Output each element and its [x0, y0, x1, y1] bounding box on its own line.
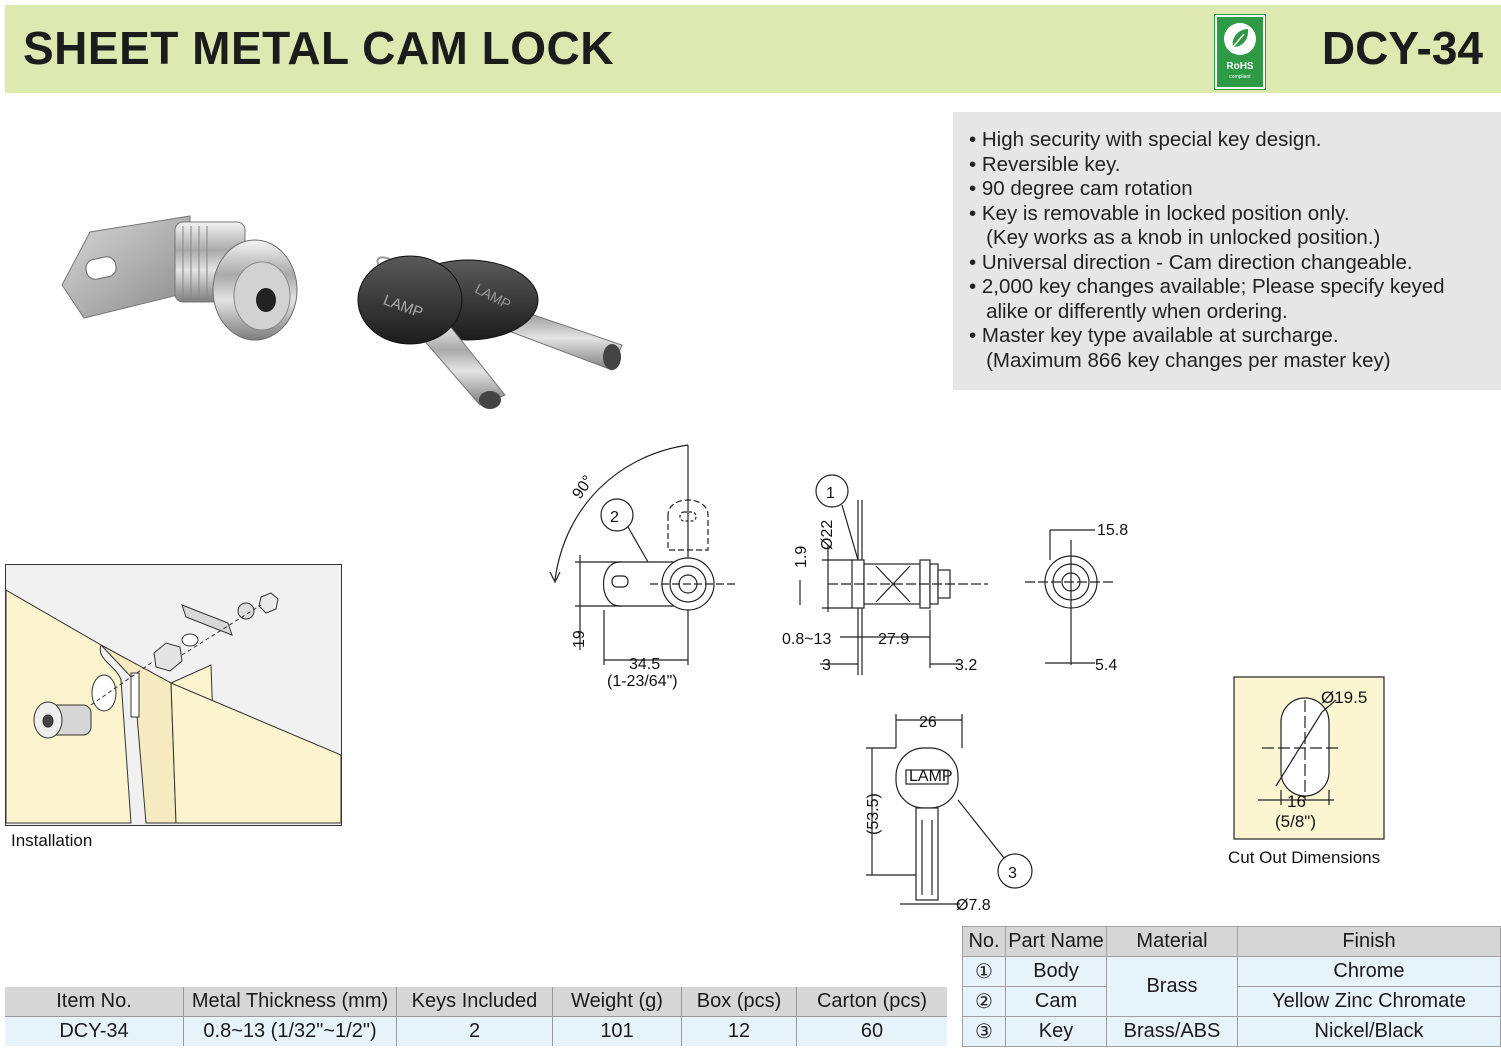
dim-34-5-inch: (1-23/64"): [607, 673, 678, 690]
callout-3: 3: [1008, 865, 1017, 882]
col-header: Metal Thickness (mm): [183, 987, 397, 1017]
page-title: SHEET METAL CAM LOCK: [23, 22, 614, 74]
installation-caption: Installation: [11, 831, 93, 850]
dim-27-9: 27.9: [878, 631, 909, 648]
product-photo: LAMP LAMP: [61, 215, 623, 409]
installation-diagram: [5, 564, 342, 826]
table-row: ③ Key Brass/ABS Nickel/Black: [962, 1016, 1501, 1047]
leaf-icon: [1224, 23, 1256, 55]
table-row: DCY-34 0.8~13 (1/32"~1/2") 2 101 12 60: [5, 1016, 947, 1046]
part-number: ②: [962, 986, 1006, 1017]
cutout-caption: Cut Out Dimensions: [1228, 848, 1381, 867]
end-view: [1025, 529, 1113, 665]
part-finish: Chrome: [1237, 956, 1501, 987]
table-row: ① Body Brass Chrome: [962, 956, 1501, 1017]
table-cell: 0.8~13 (1/32"~1/2"): [183, 1016, 397, 1046]
rohs-badge: RoHS compliant: [1215, 15, 1265, 89]
table-cell: 60: [796, 1016, 947, 1046]
col-header: Weight (g): [552, 987, 682, 1017]
dim-5-4: 5.4: [1095, 657, 1117, 674]
col-header: Keys Included: [396, 987, 553, 1017]
part-name: Cam: [1005, 986, 1107, 1017]
dim-1-9: 1.9: [793, 546, 810, 568]
rohs-sublabel: compliant: [1229, 74, 1251, 80]
part-finish: Nickel/Black: [1237, 1016, 1501, 1047]
table-cell: DCY-34: [5, 1016, 184, 1046]
front-view: [799, 474, 988, 675]
feature-item: (Maximum 866 key changes per master key): [969, 348, 1391, 372]
cam-lock-photo: [61, 215, 298, 341]
parts-table: No. Part Name Material Finish ① Body Bra…: [962, 926, 1501, 1047]
part-number: ③: [962, 1016, 1006, 1047]
feature-item: • High security with special key design.: [969, 128, 1322, 151]
key-photo: LAMP LAMP: [357, 255, 623, 409]
part-number: ①: [962, 956, 1006, 987]
specification-table: Item No. Metal Thickness (mm) Keys Inclu…: [5, 987, 947, 1046]
rohs-label: RoHS: [1226, 61, 1254, 72]
dim-3-2: 3.2: [955, 657, 977, 674]
col-header: No.: [962, 926, 1006, 957]
part-material: Brass: [1106, 956, 1238, 1017]
table-row: ② Cam Yellow Zinc Chromate: [962, 986, 1501, 1017]
feature-item: • Master key type available at surcharge…: [969, 324, 1339, 347]
installation-illustration: [6, 589, 341, 824]
col-header: Part Name: [1005, 926, 1107, 957]
table-cell: 2: [396, 1016, 553, 1046]
col-header: Material: [1106, 926, 1238, 957]
cutout-width-inch: (5/8"): [1275, 812, 1316, 831]
col-header: Carton (pcs): [796, 987, 947, 1017]
callout-1: 1: [826, 485, 835, 502]
col-header: Item No.: [5, 987, 184, 1017]
dim-angle: 90°: [569, 473, 597, 503]
feature-item: (Key works as a knob in unlocked positio…: [969, 226, 1381, 249]
dim-19: 19: [571, 630, 588, 648]
spec-header-row: Item No. Metal Thickness (mm) Keys Inclu…: [5, 987, 947, 1017]
col-header: Finish: [1237, 926, 1501, 957]
key-view: [866, 714, 1033, 905]
dim-34-5: 34.5: [629, 656, 660, 673]
dim-53-5: (53.5): [865, 793, 882, 835]
col-header: Box (pcs): [681, 987, 797, 1017]
feature-item: • Key is removable in locked position on…: [969, 201, 1350, 225]
header-band: SHEET METAL CAM LOCK RoHS compliant DCY-…: [5, 5, 1501, 93]
cutout-width: 16: [1287, 792, 1306, 811]
dim-26: 26: [919, 714, 937, 731]
cutout-diameter: Ø19.5: [1321, 688, 1368, 707]
feature-item: • Universal direction - Cam direction ch…: [969, 250, 1413, 274]
model-number: DCY-34: [1321, 22, 1483, 74]
key-drawing-label: LAMP: [909, 768, 953, 785]
feature-item: • 2,000 key changes available; Please sp…: [969, 275, 1445, 298]
dim-7-8: Ø7.8: [956, 897, 991, 914]
features-box: • High security with special key design.…: [953, 112, 1501, 390]
part-material: Brass/ABS: [1106, 1016, 1238, 1047]
part-name: Body: [1005, 956, 1107, 987]
feature-item: • 90 degree cam rotation: [969, 177, 1193, 200]
feature-list: • High security with special key design.…: [953, 112, 1501, 373]
feature-item: • Reversible key.: [969, 152, 1121, 176]
dim-3: 3: [822, 657, 831, 674]
dim-22: Ø22: [819, 520, 836, 550]
parts-header-row: No. Part Name Material Finish: [962, 926, 1501, 957]
callout-2: 2: [610, 509, 619, 526]
dim-0-8-13: 0.8~13: [782, 631, 831, 648]
dim-15-8: 15.8: [1097, 522, 1128, 539]
table-cell: 12: [681, 1016, 797, 1046]
part-finish: Yellow Zinc Chromate: [1237, 986, 1501, 1017]
feature-item: alike or differently when ordering.: [969, 299, 1288, 323]
table-cell: 101: [552, 1016, 682, 1046]
part-name: Key: [1005, 1016, 1107, 1047]
side-view: [549, 444, 735, 665]
